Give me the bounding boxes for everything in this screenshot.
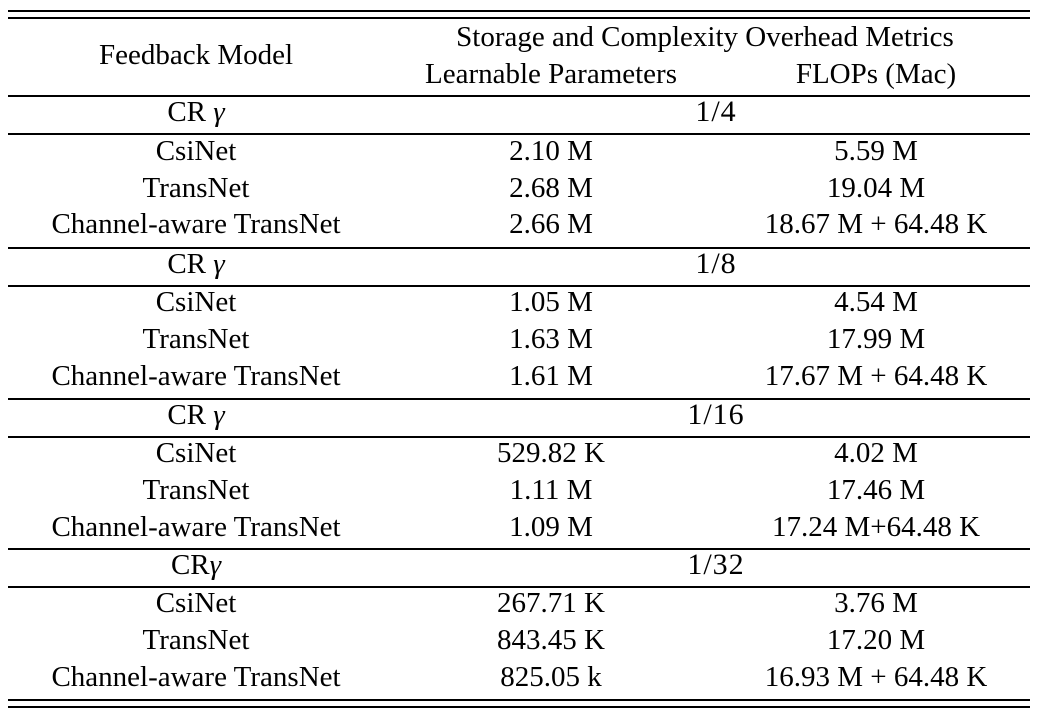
bottom-rule-inner bbox=[8, 699, 1030, 701]
flops-value: 16.93 M + 64.48 K bbox=[764, 661, 988, 693]
params-value: 2.66 M bbox=[509, 208, 593, 240]
flops-value: 17.24 M+64.48 K bbox=[771, 511, 981, 543]
header-learnable-parameters: Learnable Parameters bbox=[425, 58, 677, 90]
model-name: Channel-aware TransNet bbox=[51, 208, 341, 240]
flops-value: 19.04 M bbox=[826, 172, 926, 204]
cr-label: CR γ bbox=[30, 94, 362, 130]
section-rule bbox=[8, 247, 1030, 249]
flops-value: 4.02 M bbox=[834, 437, 918, 469]
params-value: 2.68 M bbox=[509, 172, 593, 204]
header-rule bbox=[8, 95, 1030, 97]
ratio-value: 1/16 bbox=[687, 398, 745, 431]
section-rule bbox=[8, 436, 1030, 438]
section-rule bbox=[8, 398, 1030, 400]
flops-value: 18.67 M + 64.48 K bbox=[764, 208, 988, 240]
ratio-value: 1/32 bbox=[687, 548, 745, 581]
params-value: 529.82 K bbox=[497, 437, 605, 469]
ratio-value: 1/8 bbox=[695, 247, 737, 280]
flops-value: 17.99 M bbox=[826, 323, 926, 355]
cr-text: CR bbox=[170, 549, 210, 581]
params-value: 825.05 k bbox=[500, 661, 602, 693]
model-name: Channel-aware TransNet bbox=[51, 661, 341, 693]
model-name: Channel-aware TransNet bbox=[51, 360, 341, 392]
params-value: 1.09 M bbox=[509, 511, 593, 543]
model-name: TransNet bbox=[142, 624, 250, 656]
model-name: CsiNet bbox=[155, 135, 237, 167]
params-value: 1.11 M bbox=[509, 474, 593, 506]
top-rule-outer bbox=[8, 10, 1030, 12]
model-name: CsiNet bbox=[155, 286, 237, 318]
section-rule bbox=[8, 285, 1030, 287]
header-feedback-model: Feedback Model bbox=[98, 39, 294, 71]
ratio-value: 1/4 bbox=[695, 95, 737, 128]
model-name: TransNet bbox=[142, 172, 250, 204]
params-value: 2.10 M bbox=[509, 135, 593, 167]
model-name: TransNet bbox=[142, 323, 250, 355]
params-value: 267.71 K bbox=[497, 587, 605, 619]
cr-text: CR bbox=[167, 248, 214, 280]
model-name: TransNet bbox=[142, 474, 250, 506]
flops-value: 17.20 M bbox=[826, 624, 926, 656]
params-value: 843.45 K bbox=[497, 624, 605, 656]
header-metrics-group: Storage and Complexity Overhead Metrics bbox=[456, 21, 954, 53]
gamma-symbol: γ bbox=[213, 96, 225, 128]
bottom-rule-outer bbox=[8, 706, 1030, 708]
flops-value: 4.54 M bbox=[834, 286, 918, 318]
flops-value: 17.46 M bbox=[826, 474, 926, 506]
flops-value: 17.67 M + 64.48 K bbox=[764, 360, 988, 392]
gamma-symbol: γ bbox=[209, 549, 222, 581]
section-rule bbox=[8, 548, 1030, 550]
flops-value: 5.59 M bbox=[834, 135, 918, 167]
cr-text: CR bbox=[167, 96, 214, 128]
section-rule bbox=[8, 586, 1030, 588]
section-rule bbox=[8, 133, 1030, 135]
params-value: 1.61 M bbox=[509, 360, 593, 392]
params-value: 1.63 M bbox=[509, 323, 593, 355]
cr-text: CR bbox=[167, 399, 214, 431]
gamma-symbol: γ bbox=[213, 399, 225, 431]
model-name: CsiNet bbox=[155, 437, 237, 469]
header-flops: FLOPs (Mac) bbox=[795, 58, 957, 90]
model-name: Channel-aware TransNet bbox=[51, 511, 341, 543]
params-value: 1.05 M bbox=[509, 286, 593, 318]
gamma-symbol: γ bbox=[213, 248, 225, 280]
top-rule-inner bbox=[8, 17, 1030, 19]
cr-label: CRγ bbox=[30, 547, 362, 583]
flops-value: 3.76 M bbox=[834, 587, 918, 619]
cr-label: CR γ bbox=[30, 246, 362, 282]
model-name: CsiNet bbox=[155, 587, 237, 619]
cr-label: CR γ bbox=[30, 397, 362, 433]
